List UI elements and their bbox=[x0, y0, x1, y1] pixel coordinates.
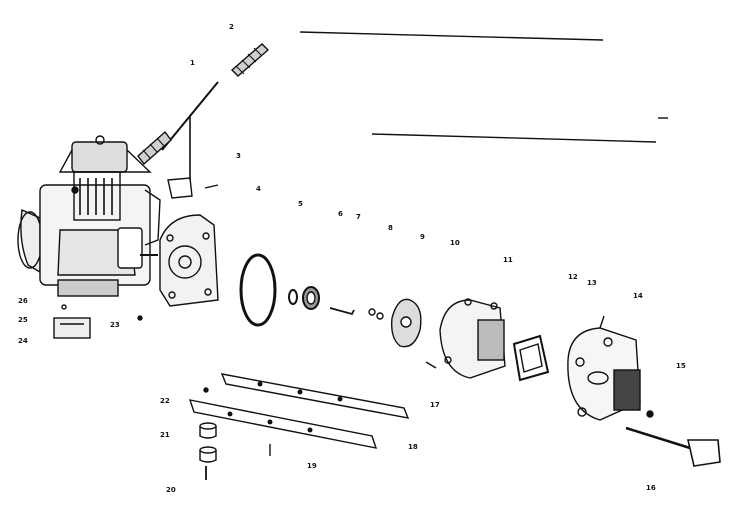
gasket bbox=[512, 334, 550, 382]
discharge-pipe bbox=[625, 426, 721, 467]
engine-assembly bbox=[17, 135, 161, 297]
impeller bbox=[390, 298, 422, 348]
o-ring bbox=[239, 253, 277, 327]
pump-housing bbox=[159, 214, 219, 307]
callout-1: 1 bbox=[190, 59, 195, 67]
spring-top bbox=[230, 43, 270, 77]
callout-23: 23 bbox=[110, 321, 120, 329]
callout-6: 6 bbox=[338, 210, 343, 218]
header-rule-bottom bbox=[371, 133, 657, 143]
callout-2: 2 bbox=[229, 23, 234, 31]
callout-10: 10 bbox=[450, 239, 460, 247]
skid-rail-lower bbox=[188, 399, 378, 456]
callout-21: 21 bbox=[160, 431, 170, 439]
callout-7: 7 bbox=[356, 213, 361, 221]
pump-cover bbox=[567, 315, 641, 421]
mount-plate bbox=[53, 317, 91, 339]
callout-11: 11 bbox=[503, 256, 513, 264]
callout-3: 3 bbox=[236, 152, 241, 160]
callout-12: 12 bbox=[568, 273, 578, 281]
callout-16: 16 bbox=[646, 484, 656, 492]
seal-parts bbox=[288, 286, 384, 320]
volute-housing bbox=[425, 298, 506, 379]
callout-26: 26 bbox=[18, 297, 28, 305]
callout-18: 18 bbox=[408, 443, 418, 451]
callout-25: 25 bbox=[18, 316, 28, 324]
header-rule-top bbox=[299, 31, 604, 41]
callout-8: 8 bbox=[388, 224, 393, 232]
rubber-mount-20 bbox=[199, 446, 217, 480]
callout-22: 22 bbox=[160, 397, 170, 405]
callout-14: 14 bbox=[633, 292, 643, 300]
callout-5: 5 bbox=[298, 200, 303, 208]
rubber-mount-21 bbox=[199, 422, 217, 439]
callout-24: 24 bbox=[18, 337, 28, 345]
callout-13: 13 bbox=[587, 279, 597, 287]
spring-middle bbox=[137, 130, 172, 166]
bracket bbox=[167, 177, 193, 199]
skid-rail-upper bbox=[220, 373, 410, 419]
callout-20: 20 bbox=[166, 486, 176, 494]
callout-17: 17 bbox=[430, 401, 440, 409]
callout-4: 4 bbox=[256, 185, 261, 193]
callout-15: 15 bbox=[676, 362, 686, 370]
callout-19: 19 bbox=[307, 462, 317, 470]
callout-9: 9 bbox=[420, 233, 425, 241]
